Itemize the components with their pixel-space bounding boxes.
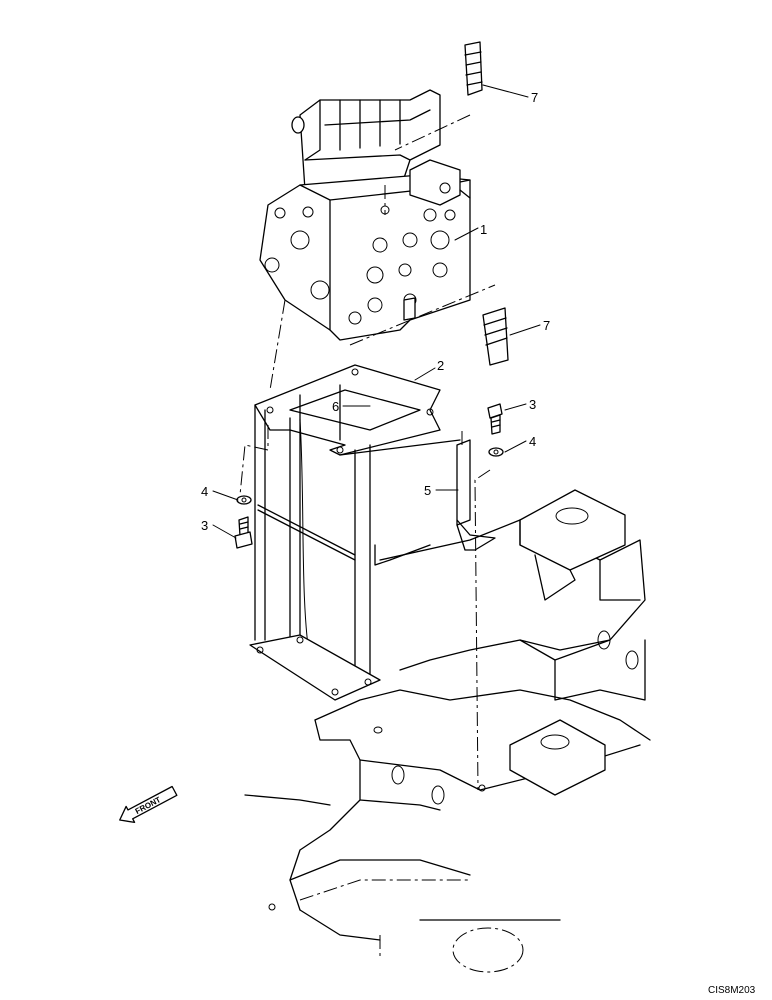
callout-4-left: 4 bbox=[201, 484, 208, 499]
callout-2: 2 bbox=[437, 358, 444, 373]
callout-6: 6 bbox=[332, 399, 339, 414]
callout-7-top: 7 bbox=[531, 90, 538, 105]
callout-3-right: 3 bbox=[529, 397, 536, 412]
relief-valve-top bbox=[464, 41, 483, 96]
callout-1: 1 bbox=[480, 222, 487, 237]
center-lines bbox=[239, 114, 496, 791]
bolt-washer-left bbox=[234, 495, 253, 549]
relief-valve-side bbox=[482, 307, 509, 366]
bolt-washer-right bbox=[487, 403, 504, 457]
front-arrow-icon: FRONT bbox=[119, 785, 178, 823]
valve-stand-bracket bbox=[249, 364, 496, 701]
leader-lines bbox=[212, 84, 541, 539]
control-valve bbox=[259, 89, 471, 341]
callout-5: 5 bbox=[424, 483, 431, 498]
callout-4-right: 4 bbox=[529, 434, 536, 449]
chassis-frame bbox=[244, 489, 651, 973]
callout-3-left: 3 bbox=[201, 518, 208, 533]
drawing-code: CIS8M203 bbox=[708, 985, 756, 996]
callout-7-side: 7 bbox=[543, 318, 550, 333]
